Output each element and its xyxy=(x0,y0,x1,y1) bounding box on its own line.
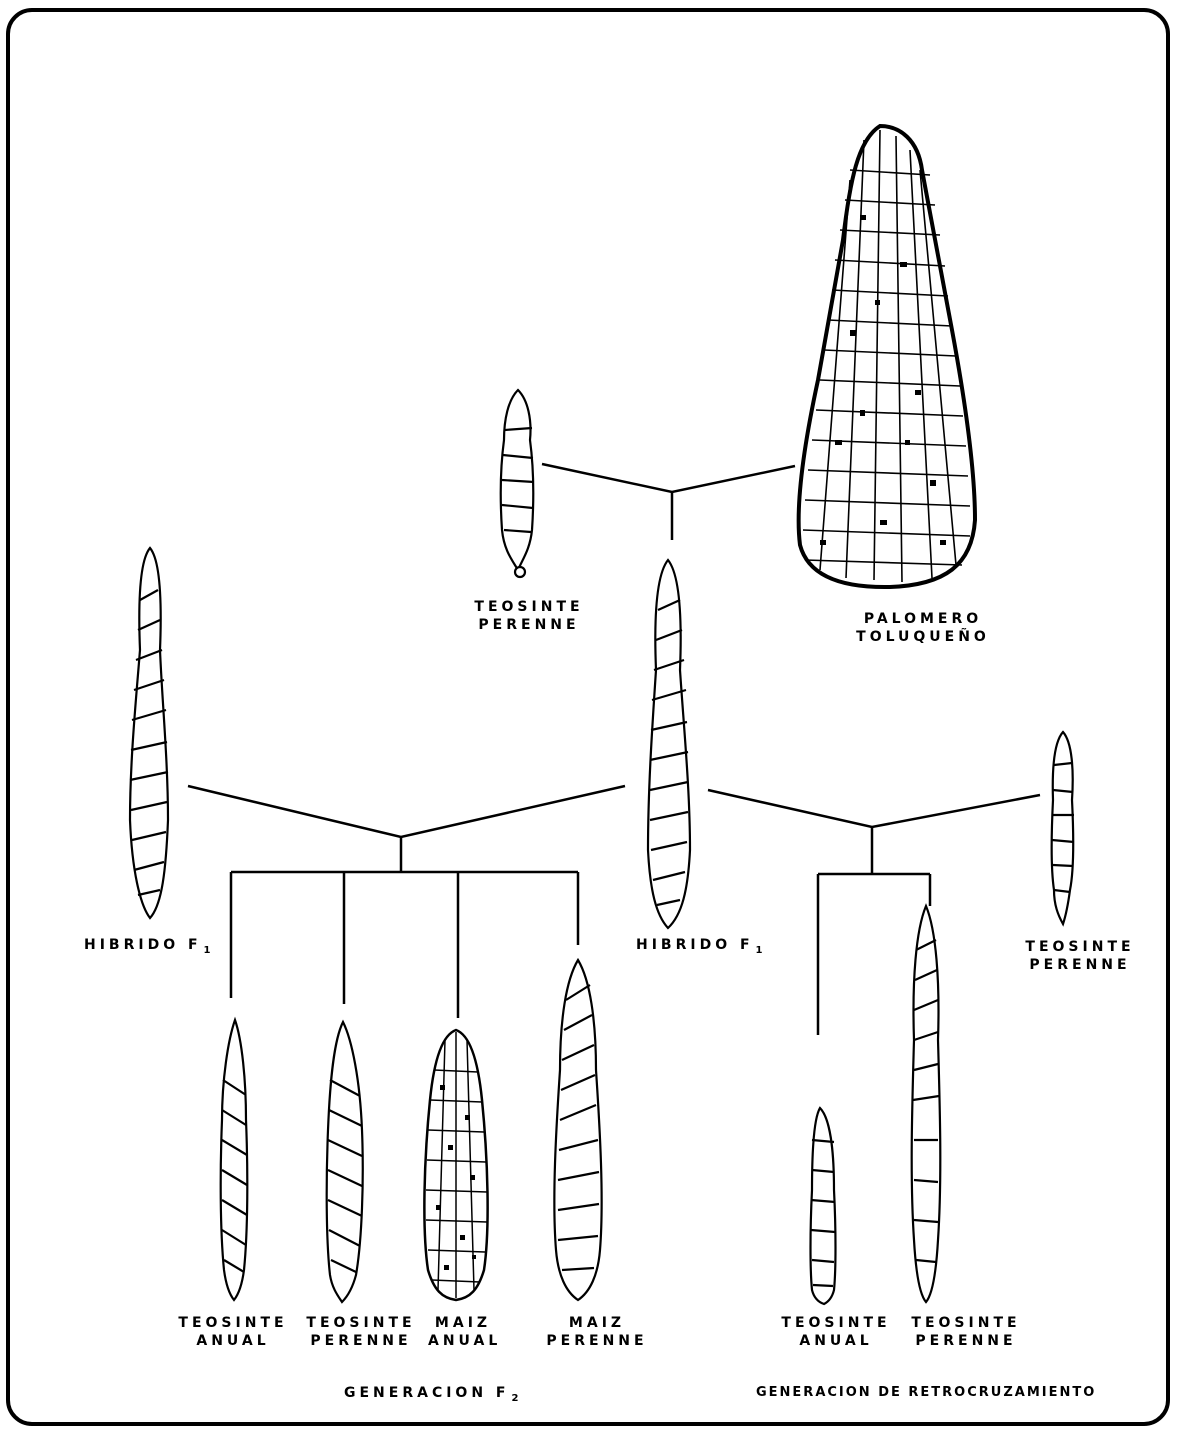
label-palomero-line2: TOLUQUEÑO xyxy=(838,628,1008,646)
label-bc-teosinte-perenne: TEOSINTE PERENNE xyxy=(908,1314,1024,1350)
label-f2-maiz-perenne: MAIZ PERENNE xyxy=(542,1314,652,1350)
label-f2-teosinte-anual-line2: ANUAL xyxy=(178,1332,288,1350)
bc-teosinte-anual-spike-icon xyxy=(811,1108,836,1304)
hibrido-f1-left-spike-icon xyxy=(130,548,168,918)
label-generacion-f2-text: GENERACION F xyxy=(344,1385,510,1401)
label-bc-teosinte-anual-line2: ANUAL xyxy=(780,1332,892,1350)
cross-line-backcross xyxy=(708,790,1040,827)
label-f2-teosinte-anual: TEOSINTE ANUAL xyxy=(178,1314,288,1350)
teosinte-perenne-right-spike-icon xyxy=(1052,732,1074,924)
label-bc-teosinte-anual: TEOSINTE ANUAL xyxy=(780,1314,892,1350)
label-bc-teosinte-anual-line1: TEOSINTE xyxy=(780,1314,892,1332)
label-bc-teosinte-perenne-line2: PERENNE xyxy=(908,1332,1024,1350)
f2-teosinte-anual-spike-icon xyxy=(221,1020,248,1300)
label-f2-maiz-perenne-line2: PERENNE xyxy=(542,1332,652,1350)
teosinte-perenne-top-spike-icon xyxy=(501,390,534,577)
label-teosinte-perenne-top-line1: TEOSINTE xyxy=(474,598,584,616)
label-hibrido-left-subscript: 1 xyxy=(204,945,211,956)
label-generacion-f2-subscript: 2 xyxy=(512,1393,519,1404)
f2-maiz-perenne-spike-icon xyxy=(554,960,601,1300)
label-bc-teosinte-perenne-line1: TEOSINTE xyxy=(908,1314,1024,1332)
label-palomero-toluqueno: PALOMERO TOLUQUEÑO xyxy=(838,610,1008,646)
label-f2-teosinte-perenne: TEOSINTE PERENNE xyxy=(306,1314,416,1350)
bc-teosinte-perenne-spike-icon xyxy=(912,906,941,1302)
label-f2-maiz-anual-line2: ANUAL xyxy=(428,1332,498,1350)
label-hibrido-center-text: HIBRIDO F xyxy=(636,937,754,953)
label-f2-teosinte-anual-line1: TEOSINTE xyxy=(178,1314,288,1332)
label-hibrido-left-text: HIBRIDO F xyxy=(84,937,202,953)
f2-teosinte-perenne-spike-icon xyxy=(327,1022,363,1302)
label-generacion-retrocruzamiento: GENERACION DE RETROCRUZAMIENTO xyxy=(756,1384,1096,1402)
hibrido-f1-center-spike-icon xyxy=(648,560,690,928)
label-hibrido-center-subscript: 1 xyxy=(756,945,763,956)
cross-line-f1xf1 xyxy=(188,786,625,837)
label-f2-maiz-anual-line1: MAIZ xyxy=(428,1314,498,1332)
f2-maiz-anual-ear-icon xyxy=(424,1030,487,1300)
label-teosinte-perenne-right-line2: PERENNE xyxy=(1020,956,1140,974)
label-f2-teosinte-perenne-line2: PERENNE xyxy=(306,1332,416,1350)
cross-line-parents xyxy=(542,464,795,492)
label-f2-teosinte-perenne-line1: TEOSINTE xyxy=(306,1314,416,1332)
label-teosinte-perenne-top-line2: PERENNE xyxy=(474,616,584,634)
label-teosinte-perenne-right-line1: TEOSINTE xyxy=(1020,938,1140,956)
label-teosinte-perenne-right: TEOSINTE PERENNE xyxy=(1020,938,1140,974)
palomero-toluqueno-ear-icon xyxy=(799,126,975,587)
label-teosinte-perenne-top: TEOSINTE PERENNE xyxy=(474,598,584,634)
label-palomero-line1: PALOMERO xyxy=(838,610,1008,628)
label-f2-maiz-anual: MAIZ ANUAL xyxy=(428,1314,498,1350)
label-f2-maiz-perenne-line1: MAIZ xyxy=(542,1314,652,1332)
